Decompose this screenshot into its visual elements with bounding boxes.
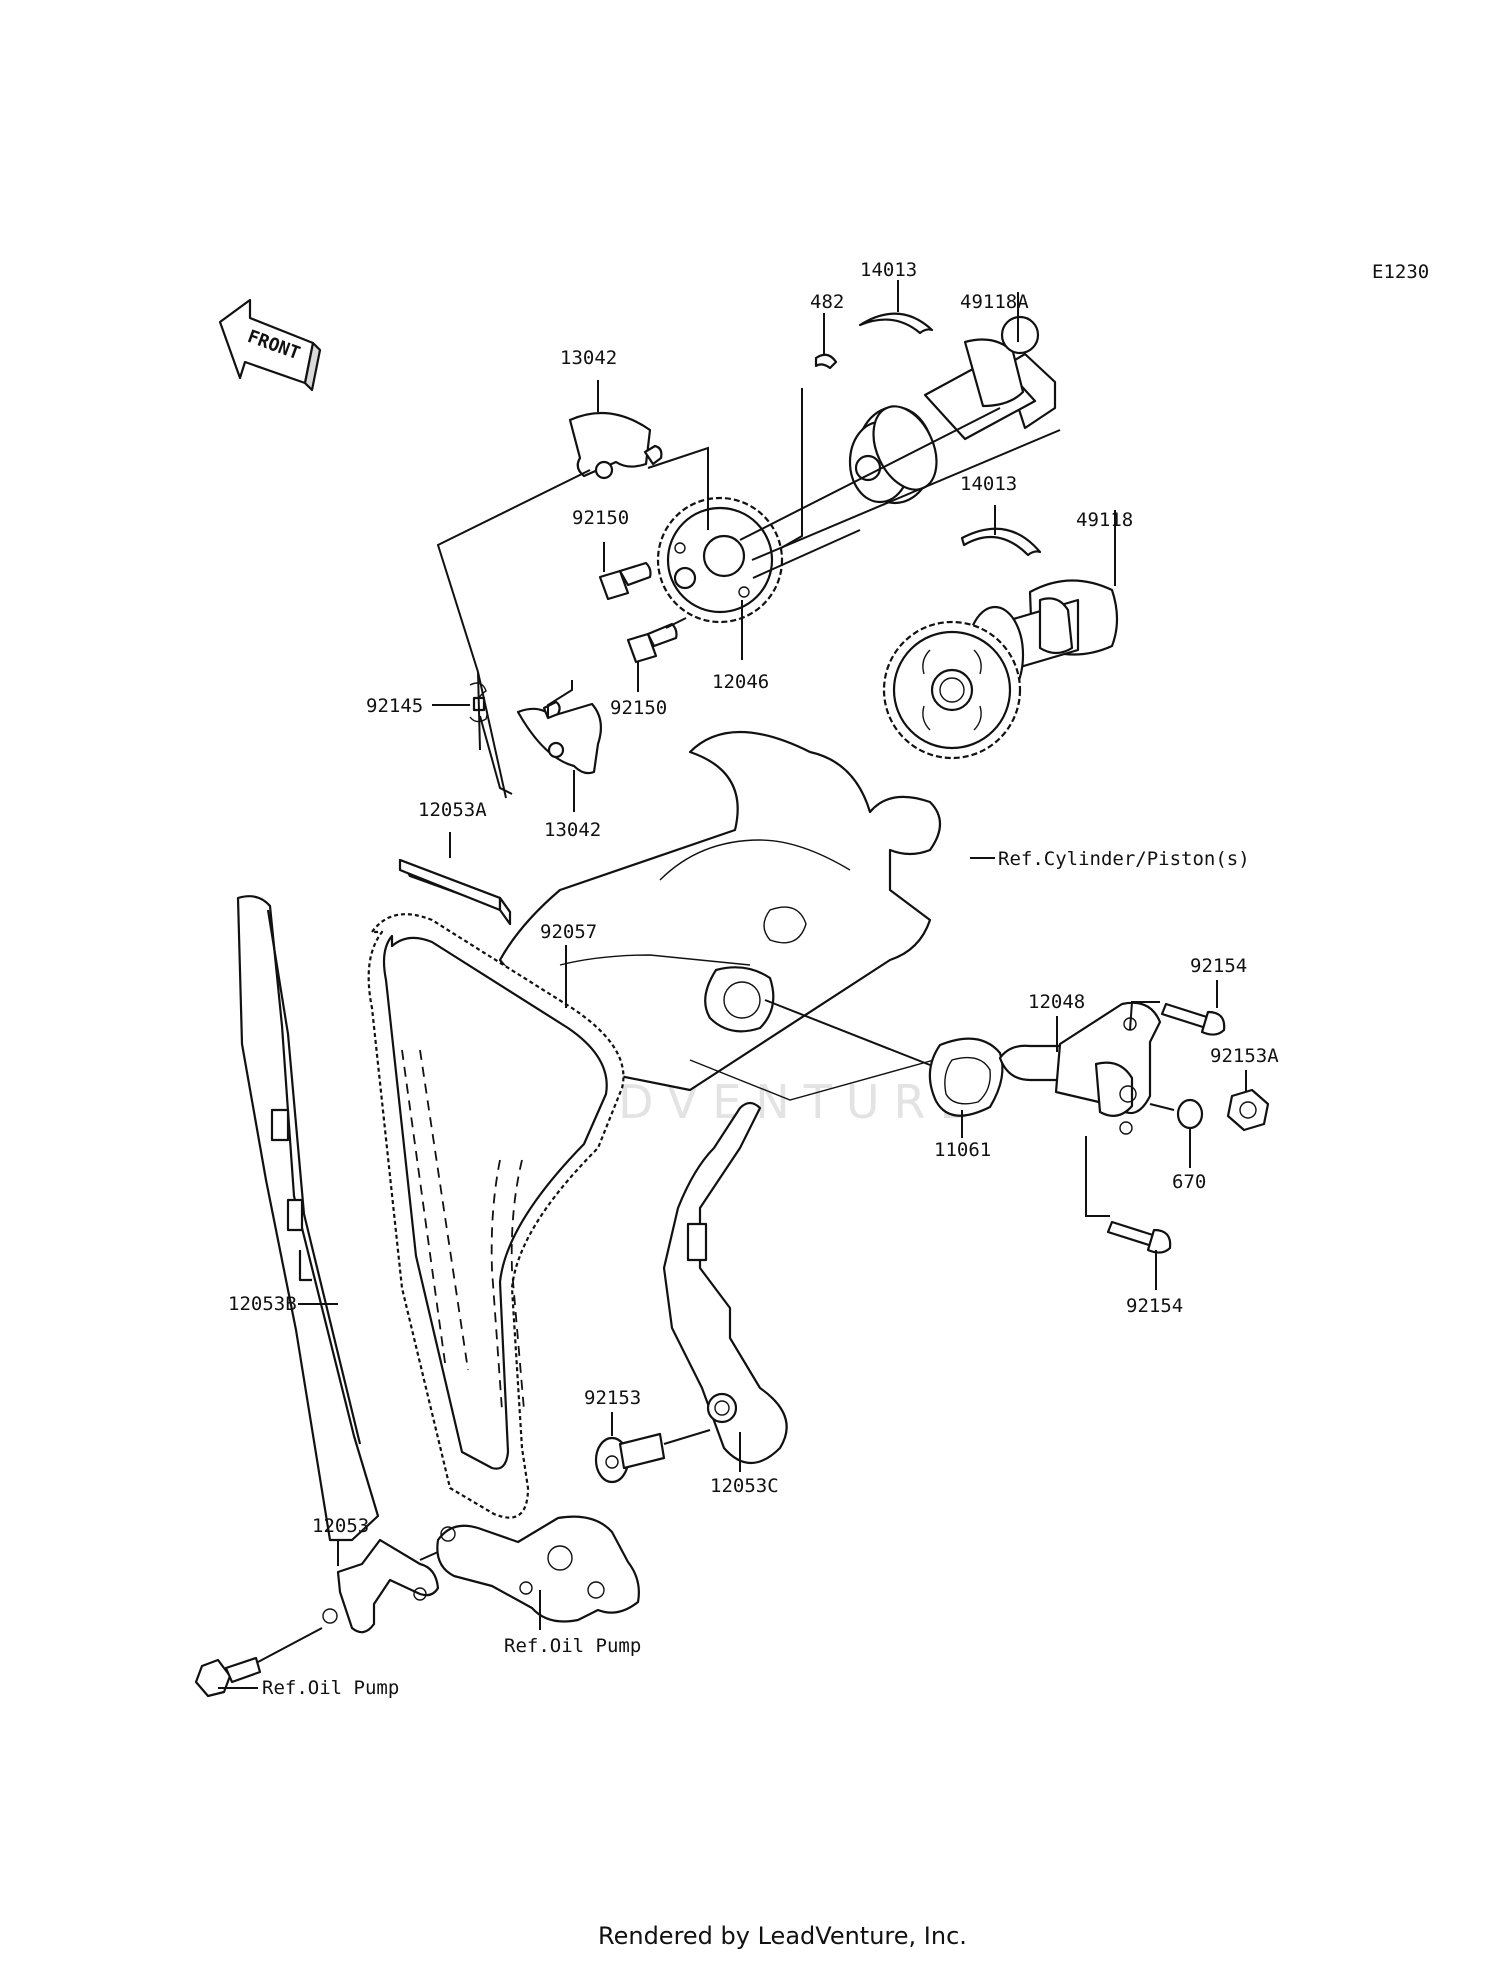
label-12053b: 12053B: [228, 1293, 297, 1315]
chain-guide-12053a[interactable]: [398, 858, 512, 926]
label-92154-lower: 92154: [1126, 1295, 1183, 1317]
label-13042-upper: 13042: [560, 347, 617, 369]
oil-pump-reference: [436, 1515, 640, 1623]
label-92154-upper: 92154: [1190, 955, 1247, 977]
bolt-92153[interactable]: [594, 1432, 666, 1484]
bolt-92154-upper[interactable]: [1160, 1002, 1226, 1036]
o-ring-670[interactable]: [1176, 1098, 1204, 1130]
label-92153a: 92153A: [1210, 1045, 1279, 1067]
footer-credit: Rendered by LeadVenture, Inc.: [598, 1922, 967, 1950]
label-12053c: 12053C: [710, 1475, 779, 1497]
label-12046: 12046: [712, 671, 769, 693]
nut-92153a[interactable]: [1226, 1088, 1270, 1132]
label-92150-upper: 92150: [572, 507, 629, 529]
label-14013-mid: 14013: [960, 473, 1017, 495]
label-11061: 11061: [934, 1139, 991, 1161]
label-92145: 92145: [366, 695, 423, 717]
intake-cam-sprocket: [882, 620, 1022, 760]
cam-chain-tensioner-12048[interactable]: [998, 1001, 1162, 1135]
label-14013-upper: 14013: [860, 259, 917, 281]
bolt-92150-upper[interactable]: [598, 561, 652, 601]
label-92153: 92153: [584, 1387, 641, 1409]
ref-oil-pump-bolt: Ref.Oil Pump: [262, 1677, 399, 1699]
label-12053a: 12053A: [418, 799, 487, 821]
ref-cylinder-piston: Ref.Cylinder/Piston(s): [998, 848, 1250, 870]
bolt-oil-pump[interactable]: [194, 1656, 262, 1698]
bracket-12053[interactable]: [322, 1538, 440, 1634]
decompressor-weight-upper[interactable]: [568, 411, 663, 480]
front-arrow-icon: FRONT: [218, 298, 322, 392]
circlip-14013-lower[interactable]: [960, 527, 1042, 557]
decompressor-weight-lower[interactable]: [516, 700, 603, 775]
chain-guide-12053b[interactable]: [236, 895, 380, 1542]
intake-camshaft[interactable]: [882, 579, 1119, 760]
label-12053: 12053: [312, 1515, 369, 1537]
label-49118: 49118: [1076, 509, 1133, 531]
label-670: 670: [1172, 1171, 1206, 1193]
cam-sprocket-12046[interactable]: [656, 496, 784, 624]
exhaust-camshaft[interactable]: [848, 315, 1057, 505]
cam-chain-92057[interactable]: [367, 913, 625, 1519]
label-92057: 92057: [540, 921, 597, 943]
circlip-14013-upper[interactable]: [858, 312, 934, 335]
ref-oil-pump-bracket: Ref.Oil Pump: [504, 1635, 641, 1657]
bolt-92150-lower[interactable]: [626, 622, 678, 664]
gasket-11061[interactable]: [928, 1037, 1004, 1117]
bolt-92154-lower[interactable]: [1106, 1220, 1172, 1254]
label-12048: 12048: [1028, 991, 1085, 1013]
label-49118a: 49118A: [960, 291, 1029, 313]
label-13042-lower: 13042: [544, 819, 601, 841]
cylinder-reference: [498, 730, 971, 1101]
chain-guide-12053c[interactable]: [662, 1101, 788, 1464]
e-clip-482[interactable]: [814, 353, 838, 370]
diagram-code: E1230: [1372, 261, 1429, 283]
label-482: 482: [810, 291, 844, 313]
label-92150-lower: 92150: [610, 697, 667, 719]
